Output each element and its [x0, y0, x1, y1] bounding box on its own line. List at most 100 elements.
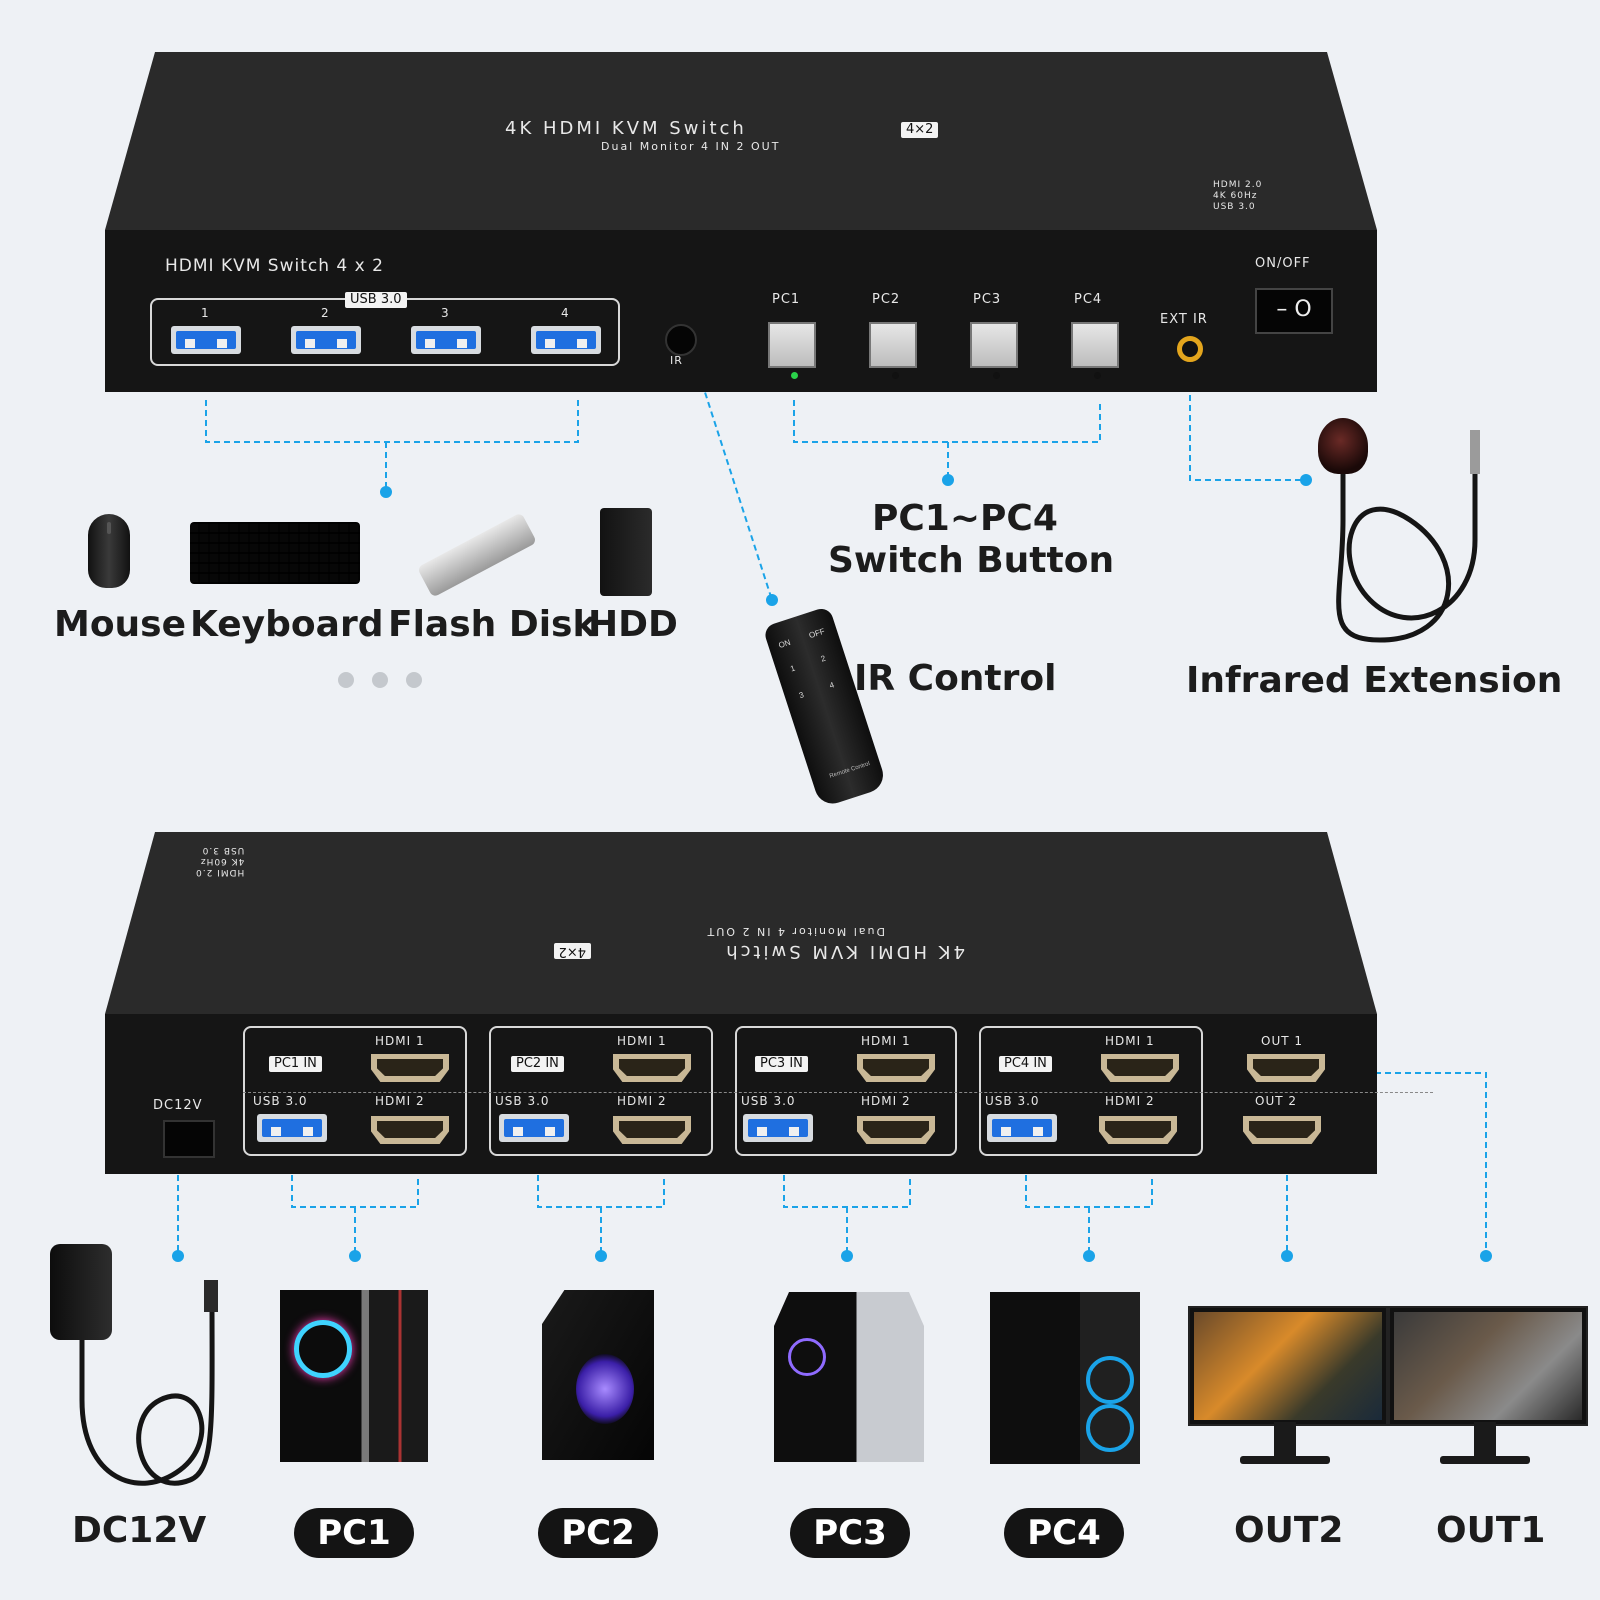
out1-monitor-icon	[1388, 1306, 1588, 1426]
front-label: HDMI KVM Switch 4 x 2	[165, 256, 384, 276]
mouse-icon	[88, 514, 130, 588]
switch-button-caption-line1: PC1~PC4	[872, 498, 1058, 539]
pc4-tower-icon	[990, 1292, 1140, 1464]
out2-monitor-stand	[1274, 1422, 1296, 1458]
pc2-led	[892, 372, 899, 379]
power-label: ON/OFF	[1255, 256, 1311, 271]
hdmi1-label: HDMI 1	[1105, 1034, 1155, 1048]
pc-in-label: PC4 IN	[999, 1056, 1052, 1072]
pc2-switch-button[interactable]	[869, 322, 917, 368]
usb-port-number: 3	[441, 306, 450, 320]
usb-port[interactable]	[257, 1114, 327, 1142]
hdmi-port[interactable]	[1101, 1054, 1179, 1082]
hdmi-port[interactable]	[1099, 1116, 1177, 1144]
dc-power-jack[interactable]	[163, 1120, 215, 1158]
ext-ir-label: EXT IR	[1160, 312, 1208, 327]
pc1-led	[791, 372, 798, 379]
spec-list: HDMI 2.0 4K 60Hz USB 3.0	[1213, 180, 1262, 213]
keyboard-icon	[190, 522, 360, 584]
pc4-switch-button[interactable]	[1071, 322, 1119, 368]
out2-hdmi-port[interactable]	[1243, 1116, 1321, 1144]
spec-line: HDMI 2.0	[1213, 180, 1263, 190]
usb-port[interactable]	[743, 1114, 813, 1142]
out2-monitor-icon	[1188, 1306, 1388, 1426]
ext-ir-jack[interactable]	[1177, 336, 1203, 362]
usb-port[interactable]	[531, 326, 601, 354]
power-switch[interactable]: – O	[1255, 288, 1333, 334]
pc1-tower-icon	[280, 1290, 428, 1462]
brand-subtitle: Dual Monitor 4 IN 2 OUT	[601, 140, 781, 153]
spec-line: 4K 60Hz	[1213, 191, 1258, 201]
hdmi-port[interactable]	[371, 1054, 449, 1082]
out1-caption: OUT1	[1436, 1510, 1546, 1551]
hdmi2-label: HDMI 2	[375, 1094, 425, 1108]
usb-port-number: 4	[561, 306, 570, 320]
usb-port[interactable]	[291, 326, 361, 354]
pc2-input-group	[489, 1026, 713, 1156]
usb-label: USB 3.0	[495, 1094, 550, 1108]
pc1-switch-button[interactable]	[768, 322, 816, 368]
switch-button-caption-line2: Switch Button	[828, 540, 1115, 581]
pc-button-label: PC2	[872, 292, 901, 307]
usb-port[interactable]	[499, 1114, 569, 1142]
out2-label: OUT 2	[1255, 1094, 1298, 1108]
hdmi-port[interactable]	[613, 1116, 691, 1144]
out1-monitor-base	[1440, 1456, 1530, 1464]
pc2-tower-icon	[542, 1290, 654, 1460]
hdmi1-label: HDMI 1	[617, 1034, 667, 1048]
usb-port[interactable]	[411, 326, 481, 354]
usb-label: USB 3.0	[741, 1094, 796, 1108]
pc-in-label: PC3 IN	[755, 1056, 808, 1072]
pc4-dot	[1083, 1250, 1095, 1262]
pc3-caption: PC3	[790, 1508, 910, 1558]
divider-line	[243, 1092, 1433, 1093]
pc3-led	[993, 372, 1000, 379]
top-kvm-device: 4K HDMI KVM Switch 4×2 Dual Monitor 4 IN…	[105, 52, 1377, 392]
usb-bracket-dot	[380, 486, 392, 498]
power-adapter-icon	[50, 1244, 112, 1340]
peripheral-caption: HDD	[588, 604, 678, 645]
pc-in-label: PC2 IN	[511, 1056, 564, 1072]
hdmi-port[interactable]	[613, 1054, 691, 1082]
usb-port[interactable]	[987, 1114, 1057, 1142]
pc3-tower-icon	[774, 1292, 924, 1462]
usb-label: USB 3.0	[985, 1094, 1040, 1108]
hdmi1-label: HDMI 1	[375, 1034, 425, 1048]
hdmi1-label: HDMI 1	[861, 1034, 911, 1048]
hdd-icon	[600, 508, 652, 596]
pc1-input-group	[243, 1026, 467, 1156]
usb-port-number: 1	[201, 306, 210, 320]
pc3-switch-button[interactable]	[970, 322, 1018, 368]
dc-label: DC12V	[153, 1098, 203, 1113]
ir-control-caption: IR Control	[854, 658, 1057, 699]
out1-label: OUT 1	[1261, 1034, 1304, 1048]
infrared-extension-caption: Infrared Extension	[1186, 660, 1563, 701]
usb-port-number: 2	[321, 306, 330, 320]
ir-receiver	[665, 324, 697, 356]
pc-button-label: PC4	[1074, 292, 1103, 307]
dc-dot	[172, 1250, 184, 1262]
hdmi-port[interactable]	[857, 1054, 935, 1082]
pc3-dot	[841, 1250, 853, 1262]
pc4-input-group	[979, 1026, 1203, 1156]
out1-hdmi-port[interactable]	[1247, 1054, 1325, 1082]
out1-monitor-stand	[1474, 1422, 1496, 1458]
ir-extension-sensor-icon	[1318, 418, 1368, 474]
out2-monitor-base	[1240, 1456, 1330, 1464]
ext-ir-dot	[1300, 474, 1312, 486]
hdmi2-label: HDMI 2	[617, 1094, 667, 1108]
out1-dot	[1480, 1250, 1492, 1262]
pc2-caption: PC2	[538, 1508, 658, 1558]
ir-label: IR	[670, 354, 683, 367]
usb-port[interactable]	[171, 326, 241, 354]
ir-line-dot	[766, 594, 778, 606]
dc12v-caption: DC12V	[72, 1510, 207, 1551]
hdmi-port[interactable]	[371, 1116, 449, 1144]
pc-in-label: PC1 IN	[269, 1056, 322, 1072]
brand-title: 4K HDMI KVM Switch	[505, 118, 747, 139]
hdmi-port[interactable]	[857, 1116, 935, 1144]
spec-line: USB 3.0	[1213, 202, 1256, 212]
